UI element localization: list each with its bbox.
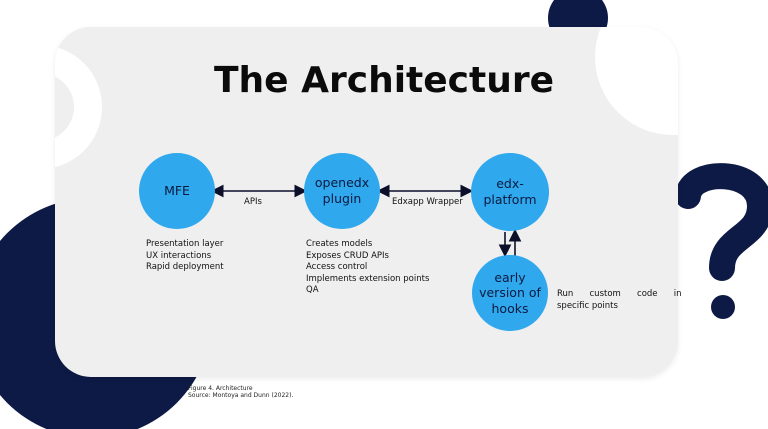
node-early-hooks: early version of hooks — [472, 255, 548, 331]
node-edx-platform-label: edx- platform — [483, 176, 537, 207]
question-mark-dot — [711, 295, 735, 319]
edge-label-apis: APIs — [244, 197, 262, 207]
mfe-note: UX interactions — [146, 250, 212, 261]
hooks-note-line: specific points — [557, 300, 618, 311]
node-mfe-label: MFE — [164, 183, 190, 199]
node-openedx-plugin-label: openedx plugin — [314, 175, 370, 206]
plugin-note: Access control — [306, 262, 368, 272]
plugin-notes: Creates models Exposes CRUD APIs Access … — [306, 239, 429, 297]
page-title: The Architecture — [213, 60, 555, 101]
hooks-note-line: Run custom code in — [557, 289, 682, 299]
hooks-note: Run custom code in specific points — [557, 289, 681, 312]
plugin-note: Exposes CRUD APIs — [306, 250, 389, 261]
mfe-note: Rapid deployment — [146, 262, 224, 272]
plugin-note: Creates models — [306, 239, 373, 249]
mfe-note: Presentation layer — [146, 239, 224, 249]
plugin-note: QA — [306, 285, 319, 295]
question-mark-hook — [675, 163, 768, 281]
plugin-note: Implements extension points — [306, 273, 430, 284]
node-openedx-plugin: openedx plugin — [304, 153, 380, 229]
card-decor-arcs — [55, 27, 678, 168]
figure-caption: Figure 4. Architecture — [188, 385, 253, 392]
node-edx-platform: edx- platform — [471, 153, 549, 231]
node-mfe: MFE — [139, 153, 215, 229]
node-early-hooks-label: early version of hooks — [479, 269, 541, 316]
mfe-notes: Presentation layer UX interactions Rapid… — [146, 239, 224, 274]
figure-source: Source: Montoya and Dunn (2022). — [188, 392, 294, 399]
edge-label-edxapp-wrapper: Edxapp Wrapper — [392, 197, 463, 207]
